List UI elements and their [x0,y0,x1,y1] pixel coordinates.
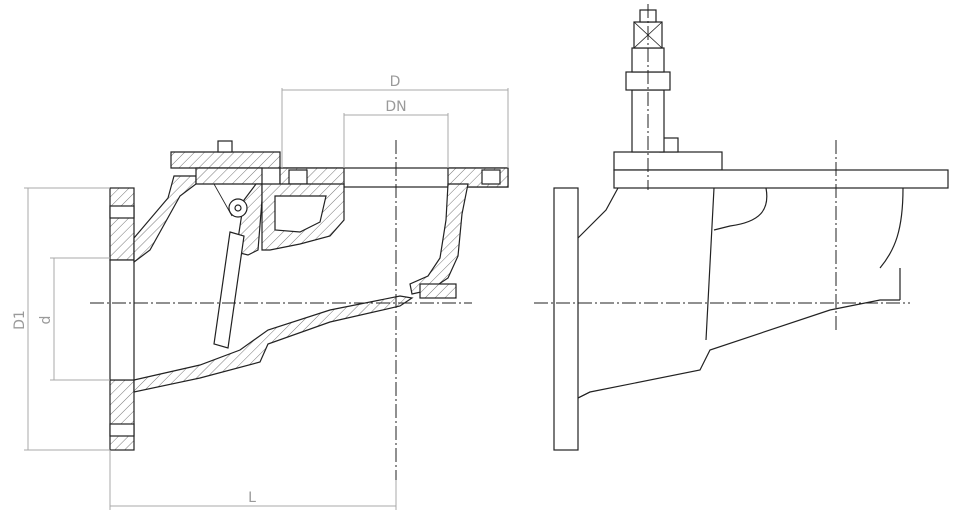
dimension-L: L [109,450,397,510]
dimension-d: d [38,257,110,381]
upper-body-wall [133,175,197,264]
lower-body-wall [133,295,414,393]
dimension-DN: DN [343,99,449,168]
dimension-D1: D1 [12,187,110,451]
exterior-view [534,4,949,451]
exterior-inlet-flange [553,187,579,451]
dim-label-D1: D1 [12,310,28,330]
top-flange [279,167,509,188]
dimension-D: D [281,74,509,168]
right-body-wall [409,183,469,295]
exterior-body [577,187,904,399]
disc-clapper [213,183,248,349]
inlet-flange [109,187,135,451]
dim-label-L: L [248,490,256,506]
dim-label-DN: DN [385,99,406,115]
exterior-top-flange [613,169,949,189]
dim-label-D: D [390,74,401,90]
boss [419,283,457,299]
center-chamber-wall [261,183,345,251]
section-view: D DN D1 d L [12,74,509,510]
exterior-cover-plate [613,151,723,171]
dim-label-d: d [38,316,54,325]
